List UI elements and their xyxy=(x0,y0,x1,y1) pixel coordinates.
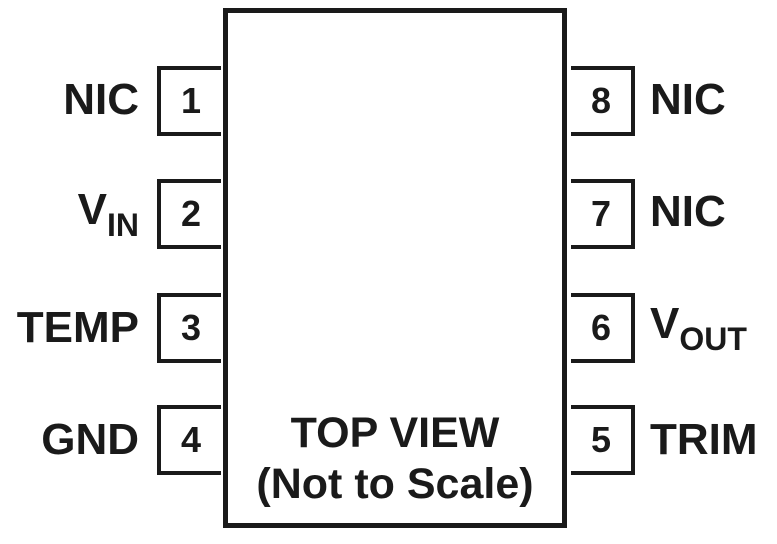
pin-6-subscript: OUT xyxy=(679,321,747,357)
pin-6-box: 6 xyxy=(571,293,635,363)
pin-6-number: 6 xyxy=(590,307,612,348)
pin-7-name: NIC xyxy=(650,187,726,236)
pin-7-box: 7 xyxy=(571,179,635,249)
view-subtitle: (Not to Scale) xyxy=(256,460,534,508)
pin-1-box: 1 xyxy=(157,66,221,136)
pin-8-name: NIC xyxy=(650,75,726,124)
pin-3-number: 3 xyxy=(180,307,202,348)
pin-6-name: V xyxy=(650,299,680,348)
pin-3-box: 3 xyxy=(157,293,221,363)
pin-3-name: TEMP xyxy=(16,303,139,352)
pin-2-name: V xyxy=(77,185,107,234)
pin-2-label: VIN xyxy=(77,185,139,243)
pin-3-label: TEMP xyxy=(17,306,139,350)
pin-5-box: 5 xyxy=(571,405,635,475)
pin-8-number: 8 xyxy=(590,80,612,121)
pin-1-label: NIC xyxy=(63,78,139,122)
pin-4-number: 4 xyxy=(180,419,202,460)
view-title: TOP VIEW xyxy=(290,409,500,457)
pin-2-number: 2 xyxy=(180,193,202,234)
pin-1-number: 1 xyxy=(180,80,202,121)
pin-8-label: NIC xyxy=(650,78,726,122)
pin-7-label: NIC xyxy=(650,190,726,234)
pin-8-box: 8 xyxy=(571,66,635,136)
pin-1-name: NIC xyxy=(63,75,139,124)
pin-5-number: 5 xyxy=(590,419,612,460)
pin-5-name: TRIM xyxy=(650,415,758,464)
pin-4-name: GND xyxy=(41,415,139,464)
pin-4-box: 4 xyxy=(157,405,221,475)
pin-6-label: VOUT xyxy=(650,299,747,357)
pin-4-label: GND xyxy=(41,418,139,462)
pin-7-number: 7 xyxy=(590,193,612,234)
pin-5-label: TRIM xyxy=(650,418,758,462)
ic-package-body xyxy=(223,8,567,528)
pin-2-subscript: IN xyxy=(107,207,139,243)
pin-2-box: 2 xyxy=(157,179,221,249)
